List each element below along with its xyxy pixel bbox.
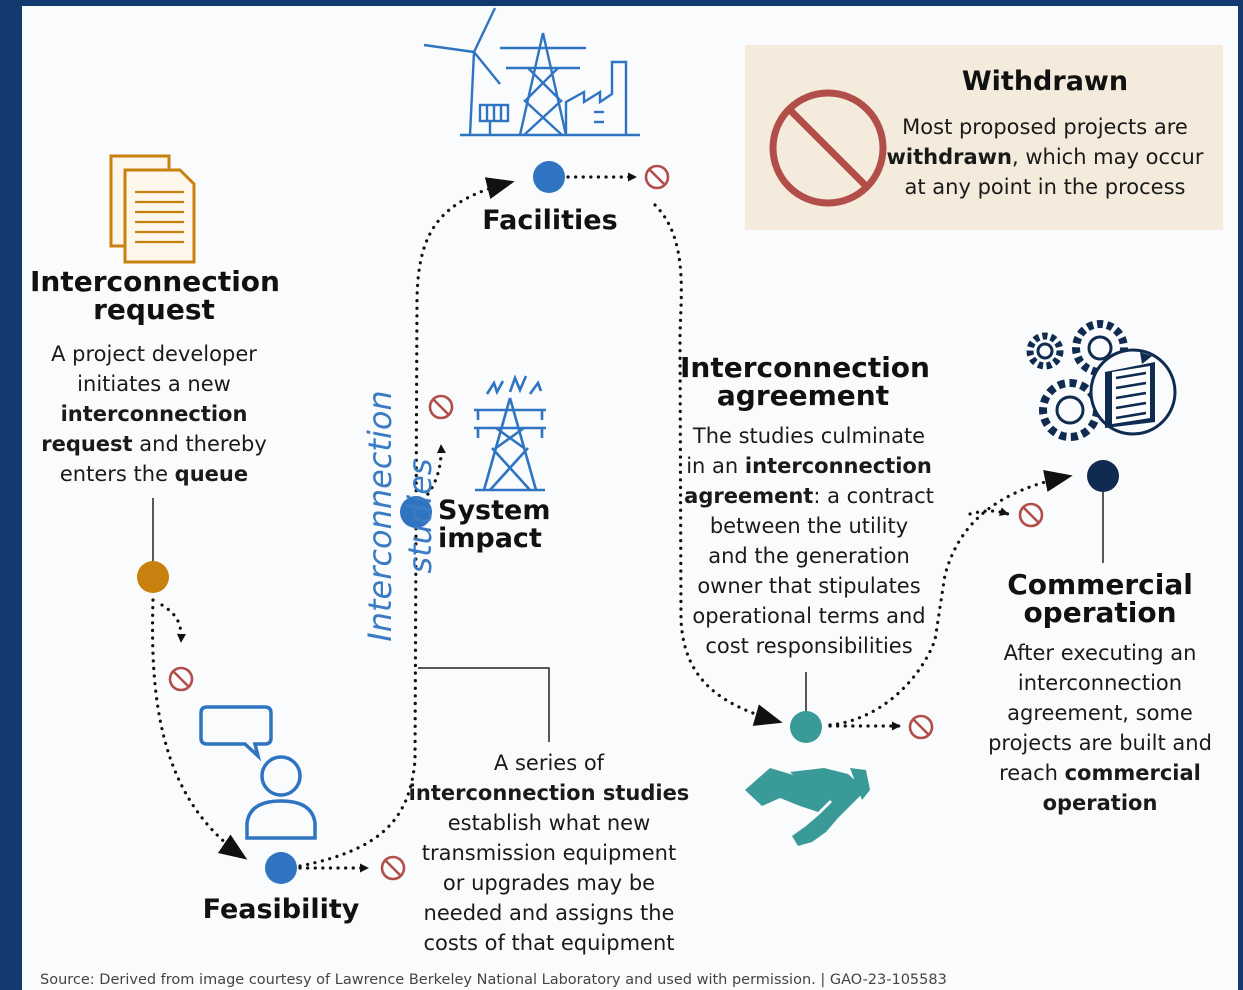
system-impact-dot [400,496,432,528]
prohibited-icon [380,855,406,881]
studies-description: A series of interconnection studies esta… [408,751,690,955]
agreement-description: The studies culminate in an interconnect… [684,424,934,658]
system-impact-title: System impact [438,495,551,554]
withdrawn-line: Most proposed projects are [902,115,1188,139]
power-facilities-icon [423,7,640,137]
prohibited-icon-large [769,89,887,207]
withdrawn-line: withdrawn, which may occur [886,145,1204,169]
facilities-title: Facilities [482,205,618,236]
gears-building-icon [1026,320,1177,441]
commercial-title: Commercial operation [1007,568,1193,629]
withdrawn-line: at any point in the process [904,175,1186,199]
commercial-description: After executing an interconnection agree… [988,641,1212,815]
studies-vertical-label: Interconnection studies [361,390,439,642]
withdrawn-description: Most proposed projects are withdrawn, wh… [885,112,1205,202]
request-title: Interconnection request [30,265,280,326]
source-note: Source: Derived from image courtesy of L… [40,972,947,988]
transmission-tower-icon [474,374,546,492]
withdrawn-box [745,45,1223,230]
person-speech-icon [199,705,317,840]
prohibited-icon [428,394,454,420]
prohibited-icon [644,164,670,190]
feasibility-title: Feasibility [202,894,360,925]
documents-icon [109,154,196,264]
agreement-dot [790,711,822,743]
commercial-dot [1087,460,1119,492]
facilities-dot [533,161,565,193]
request-dot [137,561,169,593]
leader-lines [152,492,1104,742]
prohibited-icon [1018,502,1044,528]
prohibited-icon [168,666,194,692]
agreement-title: Interconnection agreement [680,351,930,412]
process-flow-path [150,172,1073,873]
feasibility-dot [265,852,297,884]
request-description: A project developer initiates a new inte… [41,342,267,486]
withdrawn-title: Withdrawn [961,66,1129,97]
prohibited-icon [908,714,934,740]
handshake-icon [745,768,870,846]
